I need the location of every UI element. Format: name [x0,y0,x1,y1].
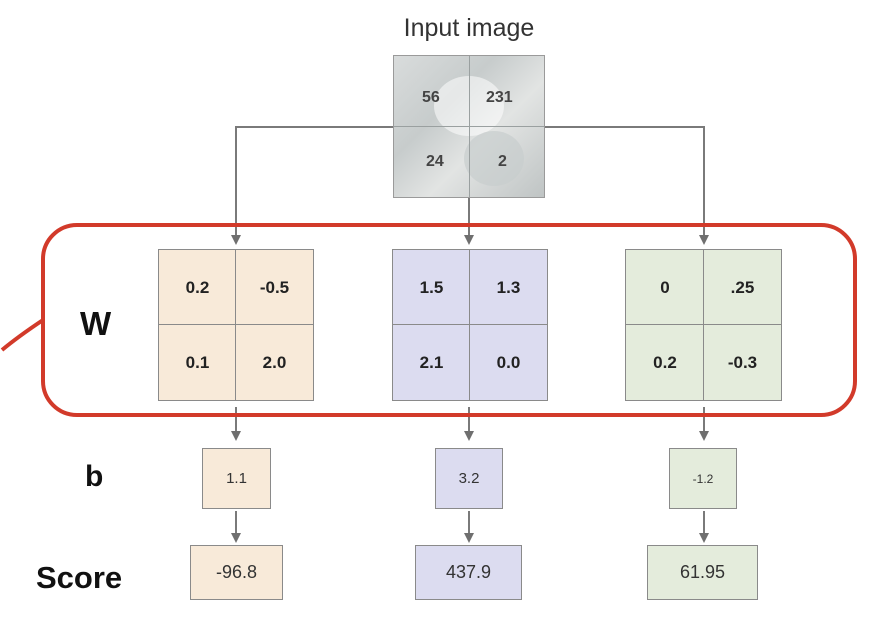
highlight-tail [0,318,45,352]
weight-matrix-class-2: 1.5 1.3 2.1 0.0 [392,249,548,401]
weight-cell: .25 [703,249,782,326]
weight-cell: 2.0 [235,324,314,401]
weight-cell: 0 [625,249,705,326]
pixel-value: 231 [486,89,513,106]
weight-cell: 0.1 [158,324,237,401]
score-label: Score [36,560,123,595]
weight-cell: 1.5 [392,249,471,326]
bias-box-class-3: -1.2 [669,448,737,509]
weight-cell: 0.2 [625,324,705,401]
score-box-class-3: 61.95 [647,545,758,600]
image-divider [394,126,544,127]
w-label: W [80,305,112,342]
bias-box-class-2: 3.2 [435,448,503,509]
weight-cell: 0.0 [469,324,548,401]
bias-box-class-1: 1.1 [202,448,271,509]
input-image-caption: Input image [403,14,535,42]
pixel-value: 56 [422,89,440,106]
score-box-class-1: -96.8 [190,545,283,600]
weight-cell: 0.2 [158,249,237,326]
pixel-value: 24 [426,153,444,170]
weight-cell: 1.3 [469,249,548,326]
weight-cell: 2.1 [392,324,471,401]
b-label: b [85,460,104,493]
weight-cell: -0.5 [235,249,314,326]
pixel-value: 2 [498,153,507,170]
input-image: 56 231 24 2 [393,55,545,198]
score-box-class-2: 437.9 [415,545,522,600]
branch-line-right [545,126,709,245]
branch-line-left [231,126,393,245]
weight-cell: -0.3 [703,324,782,401]
weight-matrix-class-1: 0.2 -0.5 0.1 2.0 [158,249,314,401]
image-texture [464,131,524,186]
weight-matrix-class-3: 0 .25 0.2 -0.3 [625,249,782,401]
